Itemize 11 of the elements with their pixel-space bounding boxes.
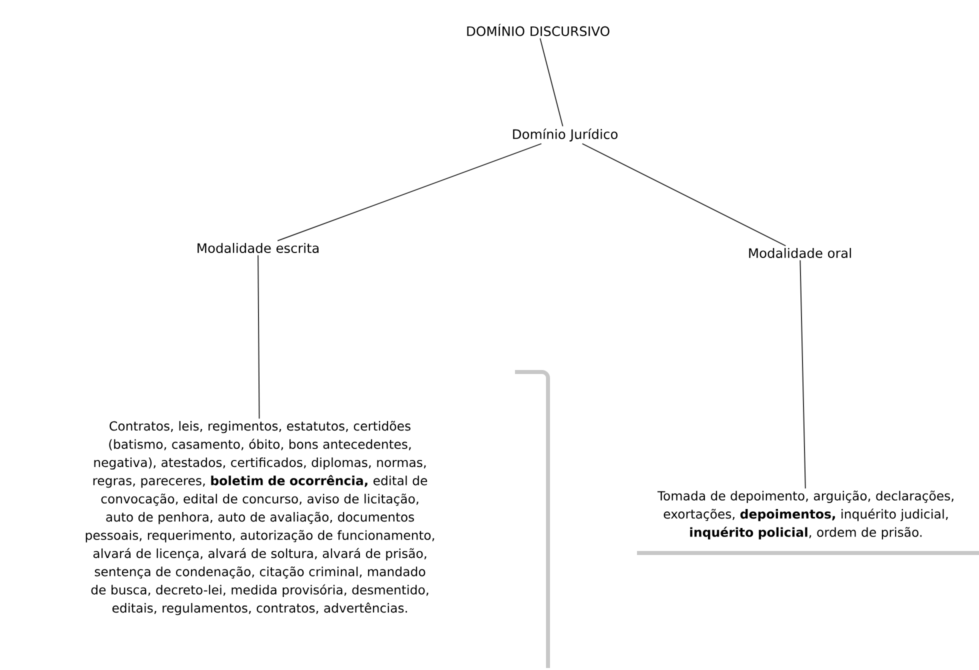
connector-line [540,38,564,127]
text-box: Contratos, leis, regimentos, estatutos, certidões (batismo, casamento, óbito, bons antecedentes, negativa), atestados, certificados, diplomas, normas, regras, pareceres, boletim de ocorrência, edital de convocação, edital de concurso, aviso de licitação, auto de penhora, auto de avaliação, documentos pessoais, requerimento, autorização de funcionamento, alvará de licença, alvará de soltura, alvará de prisão, sentença de condenação, citação criminal, mandado de busca, decreto-lei, medida provisória, desmentido, editais, regulamentos, contratos, advertências. [86,370,550,668]
connector-line [258,254,260,420]
connector-line [277,143,542,242]
connector-line [800,260,806,489]
node-label: Domínio Jurídico [513,128,618,142]
text-box: Tomada de depoimento, arguição, declarações, exortações, depoimentos, inquérito judicial, inquérito policial, ordem de prisão. [637,490,979,555]
heading-text: DOMÍNIO DISCURSIVO [467,24,610,36]
node-label: Modalidade oral [749,248,851,258]
connector-line [582,143,786,246]
node-label: Modalidade escrita [198,242,319,254]
